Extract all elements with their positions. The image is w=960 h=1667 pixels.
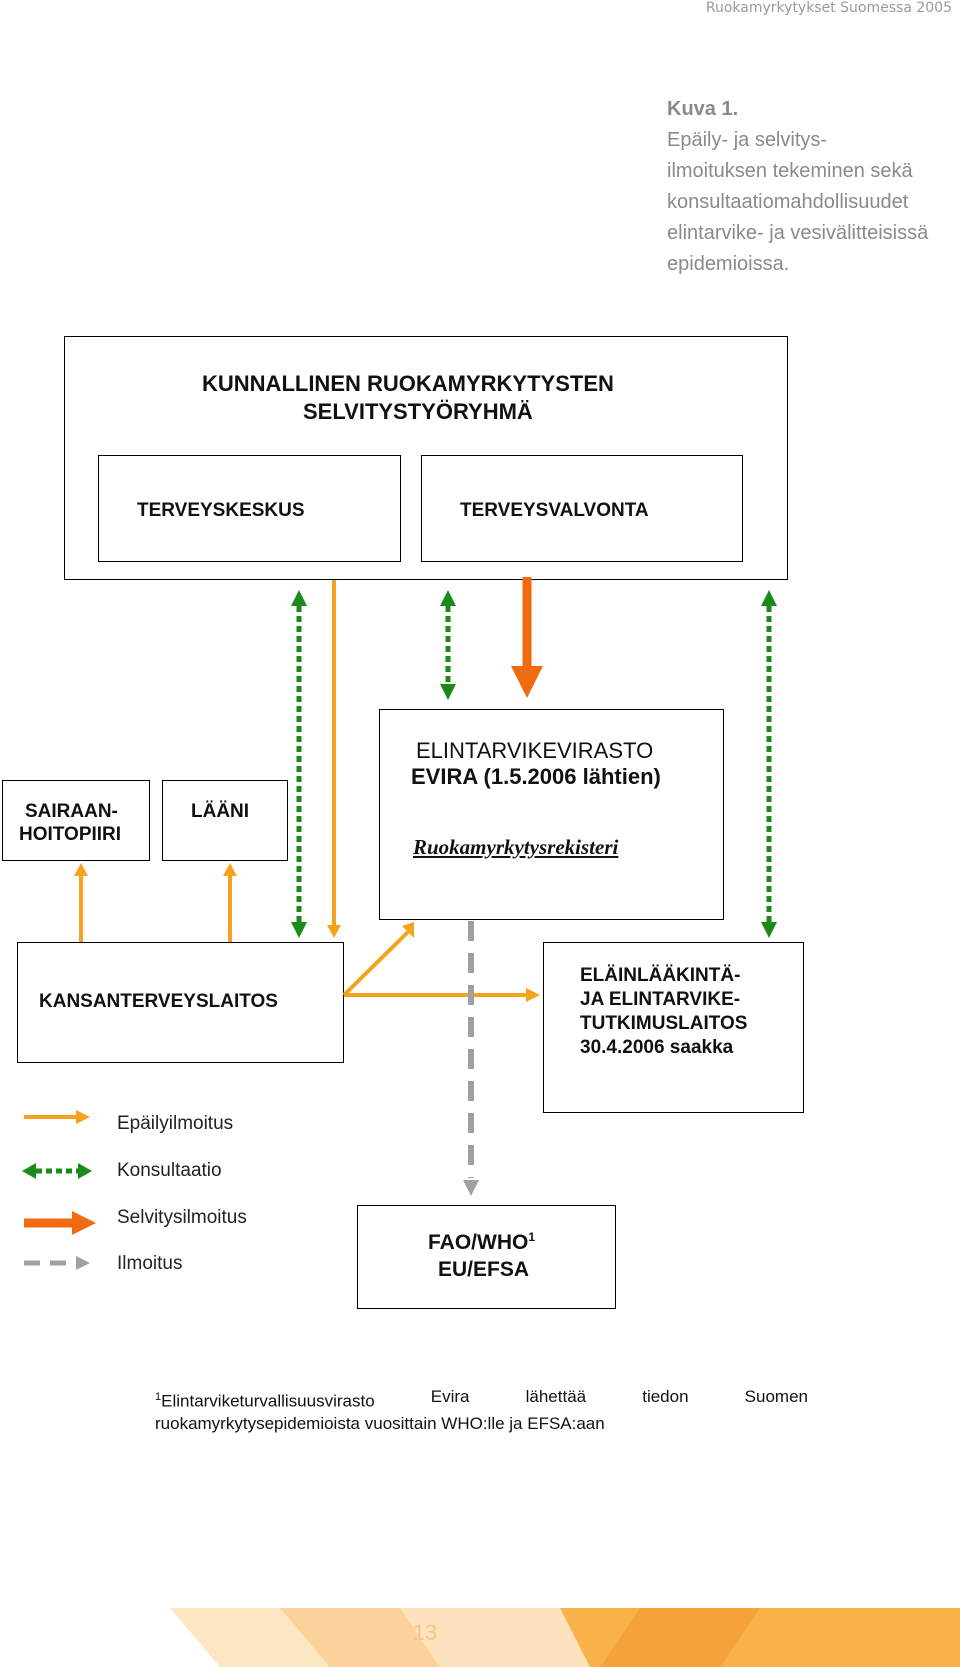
selvitys-arrow-to-evira [511, 577, 543, 698]
footnote-row-2: ruokamyrkytysepidemioista vuosittain WHO… [155, 1413, 605, 1433]
legend-ilmoitus-symbol [24, 1256, 90, 1270]
caption-line-1: Epäily- ja selvitys- [667, 129, 828, 151]
terveysvalvonta-label: TERVEYSVALVONTA [460, 500, 649, 521]
konsultaatio-arrow-eela [761, 590, 777, 938]
epaily-arrow-to-laani [223, 863, 237, 942]
epaily-arrow-to-evira [342, 922, 414, 997]
fao-efsa-box: FAO/WHO1 EU/EFSA [357, 1205, 616, 1309]
legend-ilmoitus-label: Ilmoitus [117, 1253, 183, 1274]
terveyskeskus-label: TERVEYSKESKUS [137, 500, 305, 521]
register-label: Ruokamyrkytysrekisteri [413, 835, 619, 859]
terveysvalvonta-box: TERVEYSVALVONTA [421, 455, 743, 562]
evira-line-1: ELINTARVIKEVIRASTO [416, 738, 654, 763]
group-title-line-1: KUNNALLINEN RUOKAMYRKYTYSTEN [202, 371, 614, 396]
legend-konsultaatio-label: Konsultaatio [117, 1160, 222, 1181]
laani-label: LÄÄNI [191, 801, 250, 822]
fao-line-1-text: FAO/WHO [428, 1231, 529, 1254]
epaily-arrow-terveyskeskus-ktl [327, 580, 341, 938]
ilmoitus-arrow-to-fao [463, 921, 479, 1196]
legend-konsultaatio-symbol [22, 1163, 92, 1179]
caption-line-3: konsultaatiomahdollisuudet [667, 191, 909, 213]
eela-line-4: 30.4.2006 saakka [580, 1037, 734, 1058]
eela-line-2: JA ELINTARVIKE- [580, 989, 741, 1010]
legend-selvitys-label: Selvitysilmoitus [117, 1207, 247, 1228]
running-header: Ruokamyrkytykset Suomessa 2005 [705, 0, 952, 16]
epaily-arrow-to-eela [344, 988, 540, 1002]
laani-box: LÄÄNI [162, 780, 288, 861]
group-title-line-2: SELVITYSTYÖRYHMÄ [303, 399, 533, 424]
sairaanhoitopiiri-line-2: HOITOPIIRI [19, 824, 122, 845]
fao-line-2: EU/EFSA [438, 1258, 530, 1281]
footnote-word-1: 1Elintarviketurvallisuusvirasto [155, 1386, 375, 1413]
legend-selvitys-symbol [24, 1211, 96, 1235]
footnote: 1Elintarviketurvallisuusvirasto Evira lä… [155, 1386, 808, 1435]
eela-line-3: TUTKIMUSLAITOS [580, 1013, 748, 1034]
figure-caption: Kuva 1. Epäily- ja selvitys- ilmoituksen… [667, 94, 957, 280]
eela-line-1: ELÄINLÄÄKINTÄ- [580, 965, 741, 986]
kansanterveyslaitos-box: KANSANTERVEYSLAITOS [17, 942, 344, 1063]
evira-line-2: EVIRA (1.5.2006 lähtien) [411, 764, 661, 789]
legend-epaily-symbol [24, 1110, 90, 1124]
footnote-mark: 1 [155, 1391, 162, 1403]
caption-line-2: ilmoituksen tekeminen sekä [667, 160, 913, 182]
footnote-word-5: Suomen [744, 1387, 808, 1406]
caption-label: Kuva 1. [667, 98, 739, 120]
footnote-word-4: tiedon [642, 1387, 689, 1406]
evira-box: ELINTARVIKEVIRASTO EVIRA (1.5.2006 lähti… [379, 709, 724, 920]
footnote-word-1-text: Elintarviketurvallisuusvirasto [161, 1391, 375, 1411]
footnote-row-1: 1Elintarviketurvallisuusvirasto Evira lä… [155, 1386, 808, 1413]
eela-box: ELÄINLÄÄKINTÄ- JA ELINTARVIKE- TUTKIMUSL… [543, 942, 804, 1113]
footer-decoration [0, 1608, 960, 1667]
sairaanhoitopiiri-line-1: SAIRAAN- [25, 801, 118, 822]
footnote-word-2: Evira [430, 1387, 470, 1406]
konsultaatio-arrow-terveysvalvonta [440, 590, 456, 700]
kansanterveyslaitos-label: KANSANTERVEYSLAITOS [39, 991, 278, 1012]
konsultaatio-arrow-terveyskeskus [291, 590, 307, 938]
epaily-arrow-to-sairaanhoitopiiri [74, 863, 88, 942]
terveyskeskus-box: TERVEYSKESKUS [98, 455, 401, 562]
fao-footnote-mark: 1 [528, 1230, 536, 1244]
legend-epaily-label: Epäilyilmoitus [117, 1113, 234, 1134]
caption-line-4: elintarvike- ja vesivälitteisissä [667, 222, 929, 244]
page-number: 13 [412, 1620, 438, 1645]
fao-line-1: FAO/WHO1 [428, 1230, 535, 1255]
sairaanhoitopiiri-box: SAIRAAN- HOITOPIIRI [2, 780, 150, 861]
footnote-word-3: lähettää [525, 1387, 587, 1406]
caption-line-5: epidemioissa. [667, 253, 790, 275]
